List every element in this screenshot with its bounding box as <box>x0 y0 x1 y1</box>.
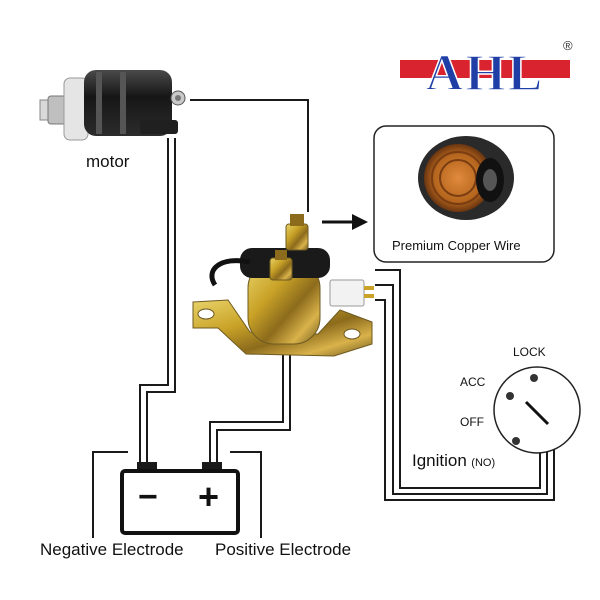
ignition-position-acc: ACC <box>460 375 486 389</box>
motor-label: motor <box>86 152 130 171</box>
ahl-logo: AHL <box>400 44 570 98</box>
ignition-switch <box>493 366 581 454</box>
negative-electrode-label: Negative Electrode <box>40 540 184 559</box>
ignition-label: Ignition (NO) <box>412 451 495 471</box>
wire-solenoid-to-ignition-c <box>375 299 555 501</box>
ignition-position-lock: LOCK <box>513 345 546 359</box>
off-position-dot <box>512 437 520 445</box>
wire-solenoid-to-positive <box>209 350 284 462</box>
solenoid-relay <box>192 214 374 357</box>
acc-position-dot <box>506 392 514 400</box>
ignition-title: Ignition <box>412 451 467 470</box>
starter-motor <box>39 70 186 141</box>
ignition-key-indicator <box>524 400 550 426</box>
copper-wire-label: Premium Copper Wire <box>392 238 521 253</box>
wire-motor-to-negative-b <box>139 138 169 462</box>
battery-positive-symbol: + <box>198 476 220 517</box>
wire-motor-to-negative <box>146 138 176 462</box>
wire-positive-leader <box>230 451 262 538</box>
wire-solenoid-to-ignition-a <box>375 269 541 489</box>
ignition-position-off: OFF <box>460 415 484 429</box>
ignition-mode: (NO) <box>471 457 496 469</box>
registered-mark: ® <box>563 38 573 53</box>
wire-solenoid-to-ignition-b <box>375 284 548 495</box>
battery-negative-symbol: − <box>138 478 158 516</box>
battery <box>120 462 240 535</box>
logo-text: AHL <box>426 45 545 98</box>
lock-position-dot <box>530 374 538 382</box>
arrow <box>322 214 368 230</box>
wire-solenoid-to-positive-b <box>216 350 291 462</box>
positive-electrode-label: Positive Electrode <box>215 540 352 559</box>
copper-wire-callout <box>373 125 555 263</box>
wire-negative-leader <box>92 451 128 538</box>
wires <box>92 99 555 538</box>
wire-motor-to-solenoid <box>190 99 309 212</box>
